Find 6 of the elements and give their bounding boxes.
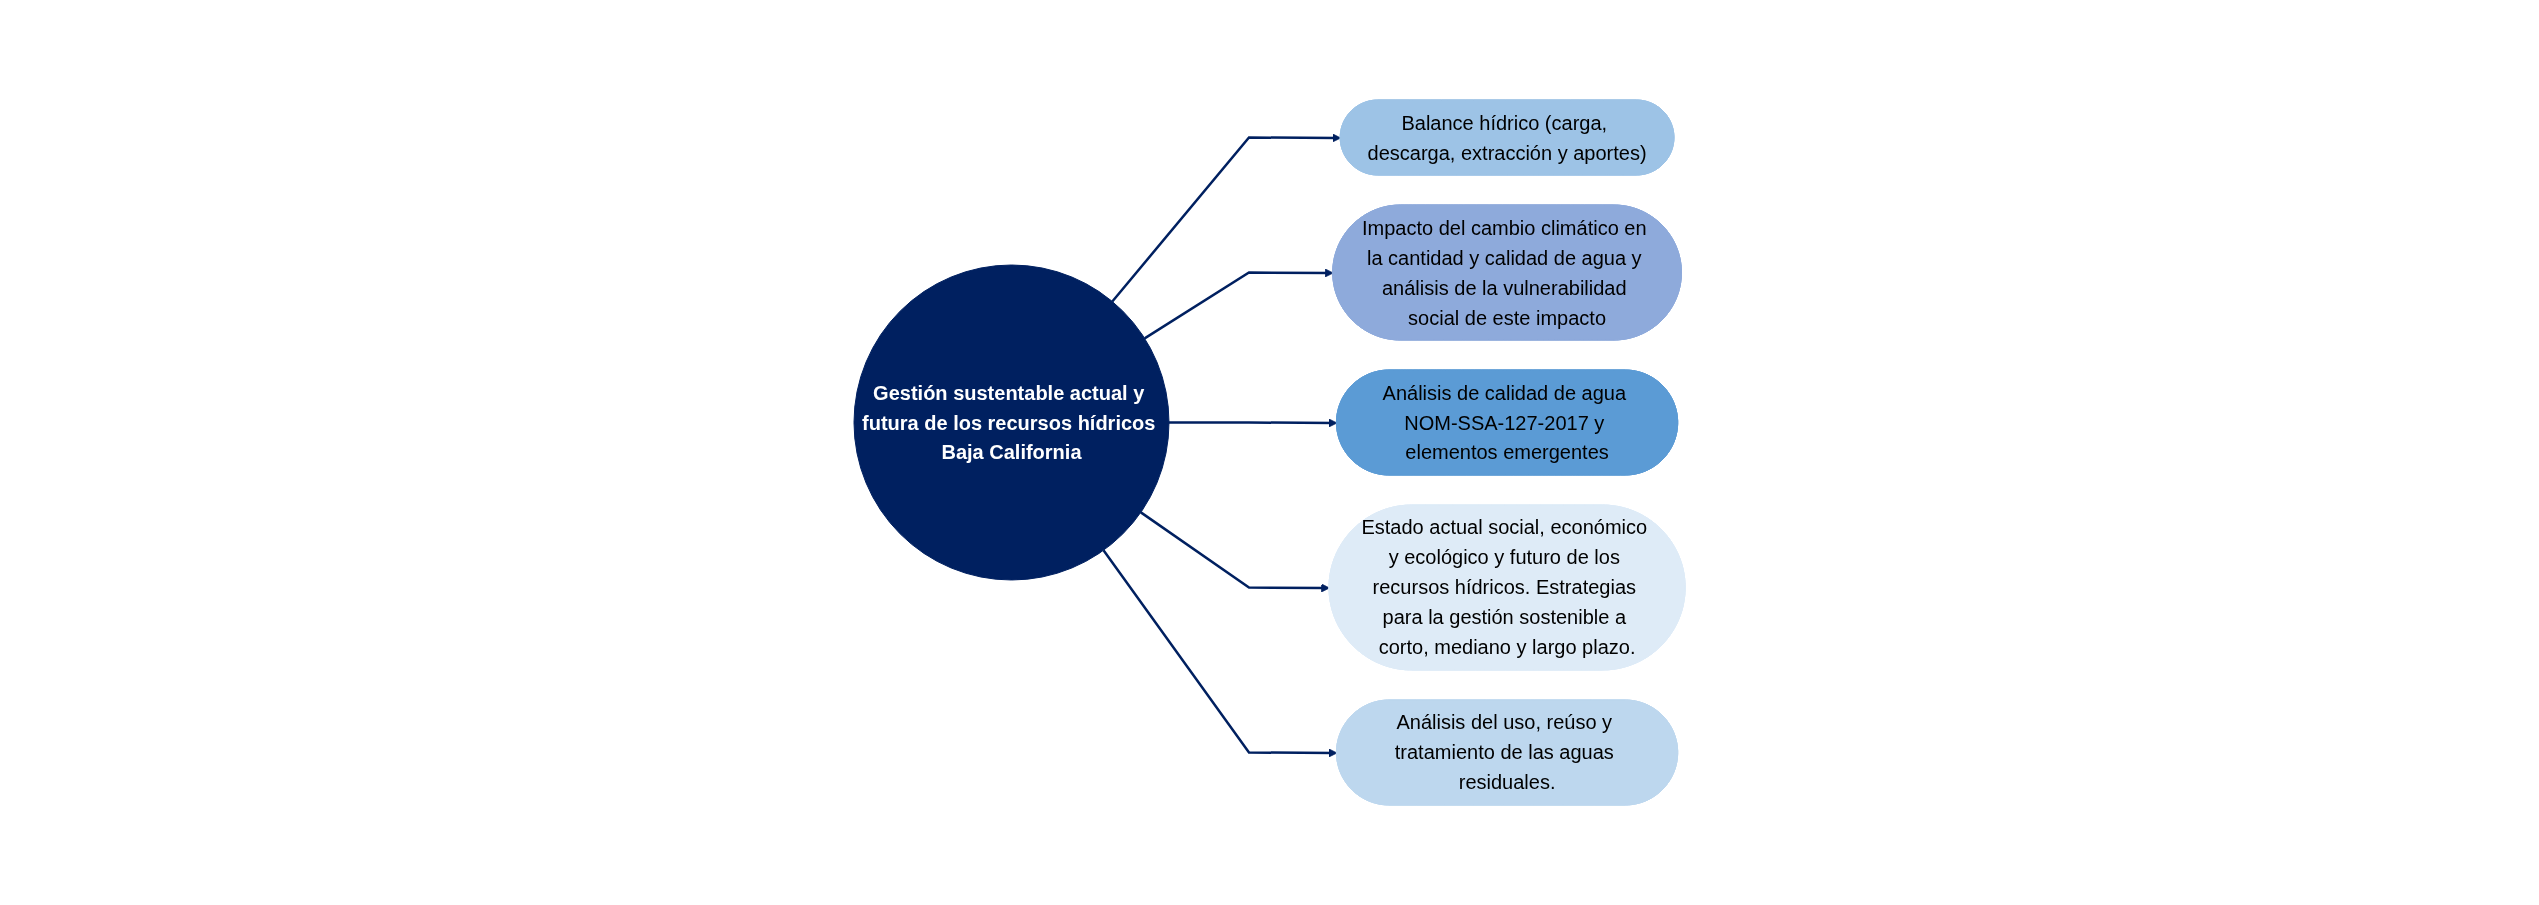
arrow xyxy=(1140,511,1330,593)
arrow xyxy=(1168,418,1338,428)
arrow xyxy=(1143,268,1334,340)
arrow xyxy=(1111,133,1342,303)
arrow xyxy=(1102,549,1338,758)
node-circle: Gestión sustentable actual y futura de los recursos hídricos Baja California xyxy=(853,264,1170,581)
